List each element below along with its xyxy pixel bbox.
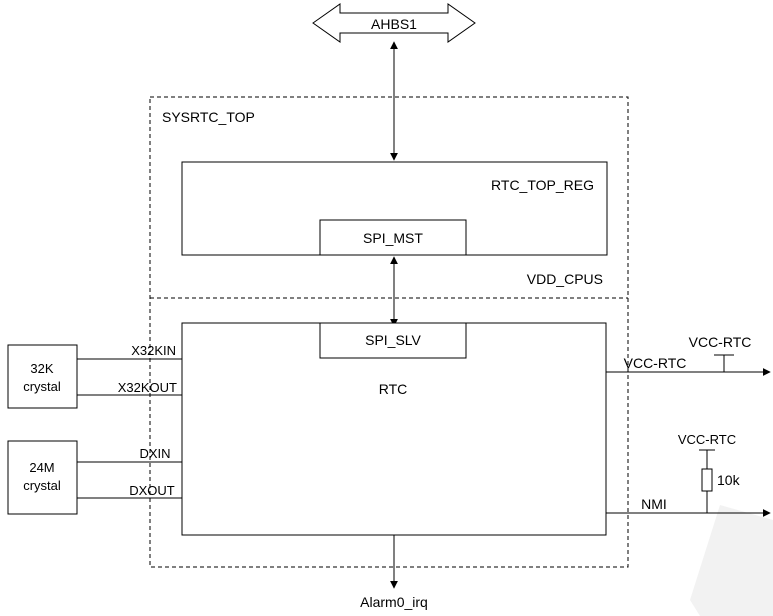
rtc-label: RTC — [379, 381, 408, 397]
spi-slv-label: SPI_SLV — [365, 332, 421, 348]
crystal-32k-block — [7, 344, 78, 409]
ahbs1-bus: AHBS1 — [312, 3, 476, 43]
vcc-rtc-signal-label: VCC-RTC — [624, 355, 687, 371]
vcc-rtc-supply-label: VCC-RTC — [689, 334, 752, 350]
alarm-label: Alarm0_irq — [360, 594, 428, 610]
pullup-resistor — [701, 468, 713, 492]
reg-block-label: RTC_TOP_REG — [491, 177, 594, 193]
x32kin-label: X32KIN — [131, 343, 176, 358]
crystal-32k-line1: 32K — [30, 361, 53, 376]
power-domain-label: VDD_CPUS — [527, 271, 603, 287]
sysrtc-top-region — [149, 96, 629, 568]
nmi-label: NMI — [641, 496, 667, 512]
spi-mst-label: SPI_MST — [363, 230, 423, 246]
watermark-shape — [690, 505, 773, 616]
top-region-label: SYSRTC_TOP — [162, 109, 255, 125]
spi-mst-block — [319, 219, 467, 256]
crystal-32k-line2: crystal — [23, 379, 61, 394]
dxout-label: DXOUT — [129, 483, 175, 498]
crystal-24m-line1: 24M — [29, 460, 54, 475]
crystal-24m-block — [7, 440, 78, 515]
dxin-label: DXIN — [139, 446, 170, 461]
bus-label: AHBS1 — [371, 16, 417, 32]
x32kout-label: X32KOUT — [118, 380, 177, 395]
bus-arrow-shape — [312, 3, 476, 43]
resistor-value-label: 10k — [717, 472, 741, 488]
vcc-rtc-pullup-label: VCC-RTC — [678, 432, 736, 447]
spi-slv-block — [319, 322, 467, 359]
crystal-24m-line2: crystal — [23, 478, 61, 493]
